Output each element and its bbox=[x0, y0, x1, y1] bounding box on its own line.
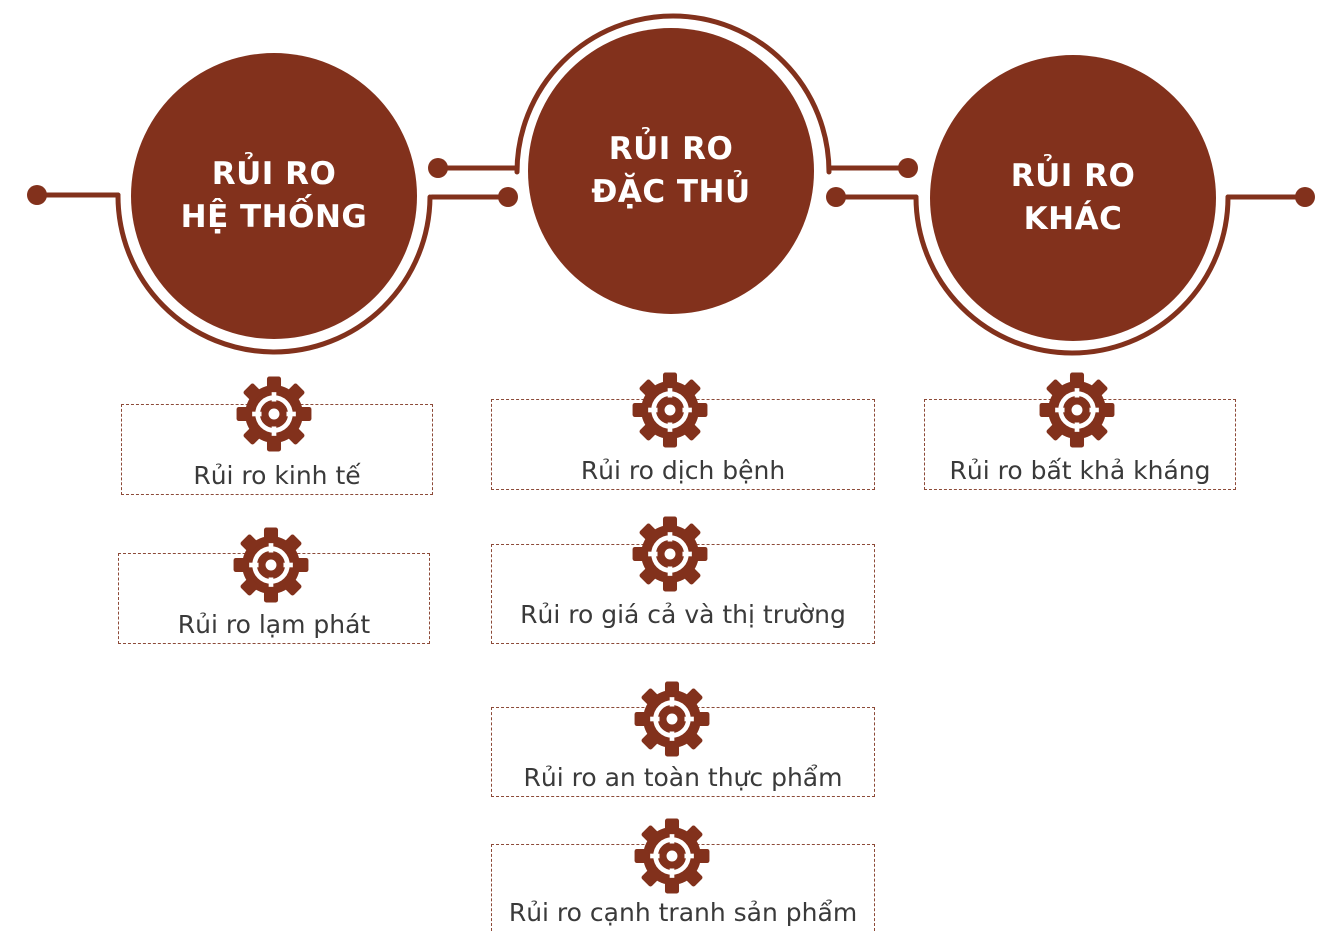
gear-target-icon bbox=[633, 817, 711, 895]
gear-target-icon bbox=[633, 680, 711, 758]
risk-item: Rủi ro dịch bệnh bbox=[491, 399, 875, 490]
category-title: RỦI RO KHÁC bbox=[1010, 158, 1136, 237]
category-circle-other: RỦI RO KHÁC bbox=[930, 55, 1216, 341]
category-title: RỦI RO ĐẶC THỦ bbox=[591, 131, 751, 210]
risk-item-label: Rủi ro cạnh tranh sản phẩm bbox=[508, 898, 858, 927]
gear-target-icon bbox=[631, 371, 709, 449]
risk-item: Rủi ro kinh tế bbox=[121, 404, 433, 495]
connector-dot bbox=[826, 187, 846, 207]
gear-target-icon bbox=[232, 526, 310, 604]
gear-target-icon bbox=[1038, 371, 1116, 449]
category-circle-systemic: RỦI RO HỆ THỐNG bbox=[131, 53, 417, 339]
risk-item-label: Rủi ro an toàn thực phẩm bbox=[523, 763, 843, 792]
risk-item-label: Rủi ro giá cả và thị trường bbox=[520, 600, 846, 629]
connector-dot bbox=[27, 185, 47, 205]
risk-item-label: Rủi ro dịch bệnh bbox=[580, 456, 786, 485]
risk-item-label: Rủi ro bất khả kháng bbox=[949, 456, 1211, 485]
risk-item-label: Rủi ro kinh tế bbox=[193, 461, 361, 490]
category-circle-specific: RỦI RO ĐẶC THỦ bbox=[528, 28, 814, 314]
gear-target-icon bbox=[235, 375, 313, 453]
connector-dot bbox=[898, 158, 918, 178]
risk-item-label: Rủi ro lạm phát bbox=[177, 610, 371, 639]
category-title: RỦI RO HỆ THỐNG bbox=[180, 156, 368, 235]
connector-dot bbox=[498, 187, 518, 207]
connector-dot bbox=[428, 158, 448, 178]
risk-item: Rủi ro lạm phát bbox=[118, 553, 430, 644]
connector-dot bbox=[1295, 187, 1315, 207]
gear-target-icon bbox=[631, 515, 709, 593]
